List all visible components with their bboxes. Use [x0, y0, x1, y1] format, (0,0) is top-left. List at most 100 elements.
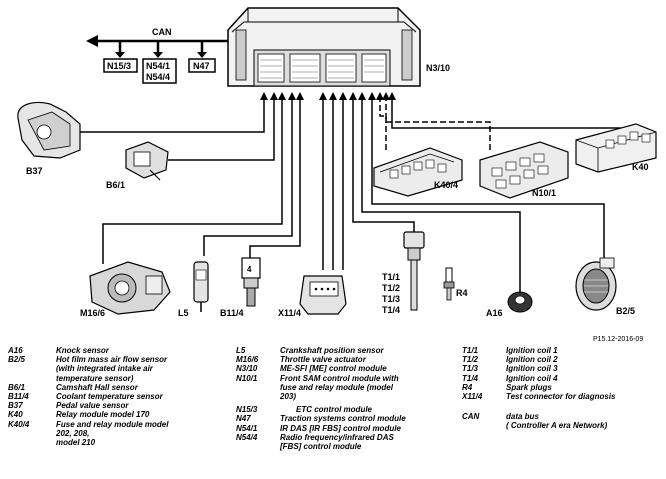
legend-code: A16	[8, 346, 23, 355]
b6-1-label: B6/1	[106, 180, 125, 190]
legend-code: N47	[236, 414, 251, 424]
node-n54-1-label: N54/1	[146, 61, 170, 71]
legend-code: N15/3	[236, 405, 258, 415]
legend-desc: IR DAS [IR FBS] control module	[280, 423, 401, 433]
legend-code: R4	[462, 382, 473, 392]
legend-row: B6/1 Camshaft Hall sensor	[8, 383, 218, 392]
legend-code: N54/4	[236, 432, 258, 442]
legend-desc: Traction systems control module	[280, 414, 406, 424]
legend-row: N47 Traction systems control module	[236, 414, 456, 423]
b2-5-label: B2/5	[616, 306, 635, 316]
legend-desc: Camshaft Hall sensor	[56, 382, 138, 392]
can-bus-label: CAN	[152, 27, 172, 37]
connection-lines	[80, 92, 621, 292]
x11-4-test-connector: X11/4	[278, 275, 347, 318]
node-n15-3-label: N15/3	[107, 61, 131, 71]
legend-row: X11/4 Test connector for diagnosis	[462, 392, 662, 401]
r4-label: R4	[456, 288, 468, 298]
n10-1-label: N10/1	[532, 188, 556, 198]
legend-code: T1/1	[462, 346, 479, 355]
legend-desc: Test connector for diagnosis	[506, 392, 616, 402]
b37-pedal-sensor: B37	[17, 101, 81, 176]
b2-5-maf-sensor: B2/5	[575, 257, 635, 316]
legend-row: R4 Spark plugs	[462, 383, 662, 392]
legend-row: T1/3 Ignition coil 3	[462, 364, 662, 373]
b37-label: B37	[26, 166, 43, 176]
legend-desc: data bus ( Controller A era Network)	[506, 412, 608, 431]
reference-code: P15.12-2016-09	[593, 336, 644, 343]
legend-code: K40/4	[8, 419, 30, 429]
wiring-diagram: CAN N15/3 N54/1 N54/4 N47 N	[17, 7, 657, 318]
a16-label: A16	[486, 308, 503, 318]
b11-4-label: B11/4	[220, 308, 244, 318]
legend-code: B37	[8, 401, 23, 411]
r4-spark-plug: R4	[443, 267, 468, 301]
legend-code: K40	[8, 410, 23, 420]
l5-label: L5	[178, 308, 189, 318]
legend-code: N54/1	[236, 423, 258, 433]
legend-desc: Ignition coil 3	[506, 364, 558, 374]
legend-code: B11/4	[8, 392, 29, 402]
legend-code: T1/2	[462, 355, 479, 365]
m16-6-throttle-actuator: M16/6	[80, 261, 171, 318]
l5-crankshaft-sensor: L5	[178, 261, 209, 318]
legend-desc: Ignition coil 1	[506, 346, 558, 355]
node-n54: N54/1 N54/4	[142, 58, 177, 84]
k40-label: K40	[632, 162, 649, 172]
legend-row: A16 Knock sensor	[8, 346, 218, 355]
legend-desc: Hot film mass air flow sensor (with inte…	[56, 355, 168, 383]
legend-code: CAN	[462, 412, 480, 422]
legend-code: T1/4	[462, 373, 479, 383]
legend-desc: Knock sensor	[56, 346, 109, 355]
legend-desc: Coolant temperature sensor	[56, 392, 163, 402]
k40-4-fuse-module: K40/4	[373, 147, 463, 197]
legend-row: N54/4 Radio frequency/infrared DAS [FBS] …	[236, 433, 456, 451]
legend-desc: Spark plugs	[506, 382, 552, 392]
ecu-n3-10-label: N3/10	[426, 63, 450, 73]
t1-1-label: T1/1	[382, 272, 400, 282]
t1-3-label: T1/3	[382, 294, 400, 304]
legend-code: N10/1	[236, 373, 258, 383]
legend-row: B37 Pedal value sensor	[8, 401, 218, 410]
legend-row: N15/3 ETC control module	[236, 405, 456, 414]
t1-4-label: T1/4	[382, 305, 400, 315]
legend-code: T1/3	[462, 364, 479, 374]
legend-row: L5 Crankshaft position sensor	[236, 346, 456, 355]
legend-desc: Throttle valve actuator	[280, 355, 366, 365]
legend-desc: Relay module model 170	[56, 410, 150, 420]
can-bus: CAN	[86, 27, 242, 58]
legend-row: T1/1 Ignition coil 1	[462, 346, 662, 355]
legend-code: N3/10	[236, 364, 258, 374]
t1-ignition-coil: T1/1 T1/2 T1/3 T1/4	[382, 231, 425, 315]
legend-desc: Crankshaft position sensor	[280, 346, 384, 355]
k40-relay-module: K40	[575, 123, 657, 173]
legend-desc: ETC control module	[296, 405, 372, 415]
n10-1-front-sam: N10/1	[479, 141, 569, 199]
legend-code: L5	[236, 346, 246, 355]
b6-1-camshaft-sensor: B6/1	[106, 141, 169, 190]
legend-row: B11/4 Coolant temperature sensor	[8, 392, 218, 401]
legend-row: N54/1 IR DAS [IR FBS] control module	[236, 424, 456, 433]
node-n47: N47	[188, 58, 216, 73]
legend-code: B6/1	[8, 382, 25, 392]
legend-code: X11/4	[462, 392, 483, 402]
ecu-n3-10: N3/10	[227, 7, 450, 87]
node-n47-label: N47	[193, 61, 210, 71]
m16-6-label: M16/6	[80, 308, 105, 318]
legend-desc: Radio frequency/infrared DAS [FBS] contr…	[280, 432, 394, 452]
b11-4-marker: 4	[247, 265, 252, 274]
legend-row: CAN data bus ( Controller A era Network)	[462, 412, 662, 430]
b11-4-coolant-sensor: 4 B11/4	[220, 257, 261, 318]
t1-2-label: T1/2	[382, 283, 400, 293]
legend-desc: Pedal value sensor	[56, 401, 129, 411]
node-n15-3: N15/3	[103, 58, 138, 73]
